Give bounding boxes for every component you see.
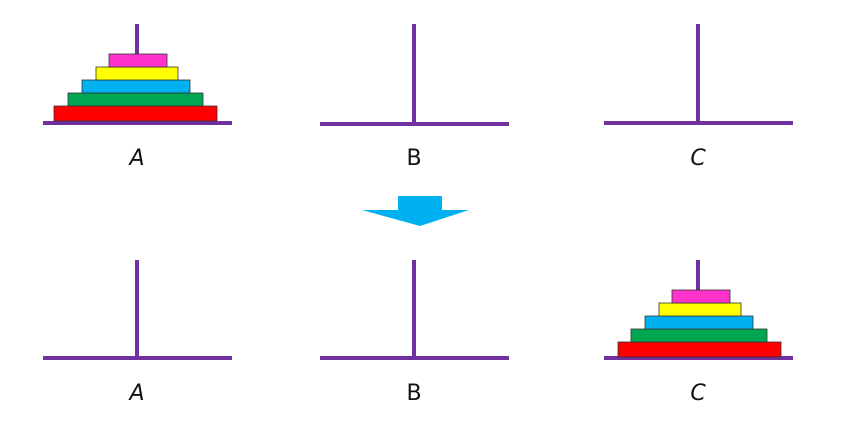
bottom-peg-a bbox=[43, 260, 232, 360]
bottom-disk-stack bbox=[617, 289, 782, 358]
bottom-disk-4-yellow bbox=[658, 302, 742, 317]
top-peg-b bbox=[320, 24, 509, 126]
top-row bbox=[43, 24, 793, 126]
down-arrow-shape bbox=[362, 196, 469, 226]
top-disk-stack bbox=[53, 53, 218, 122]
bottom-peg-b bbox=[320, 260, 509, 360]
top-disk-3-blue bbox=[81, 79, 191, 94]
top-label-a: A bbox=[129, 146, 145, 171]
bottom-disk-3-blue bbox=[644, 315, 754, 330]
bottom-disk-5-pink bbox=[671, 289, 731, 304]
top-disk-5-pink bbox=[108, 53, 168, 68]
bottom-label-c: C bbox=[690, 381, 706, 406]
bottom-label-b: B bbox=[406, 381, 422, 406]
bottom-disk-2-green bbox=[630, 328, 768, 343]
top-label-c: C bbox=[690, 146, 706, 171]
top-disk-4-yellow bbox=[95, 66, 179, 81]
down-arrow bbox=[362, 196, 469, 226]
top-disk-1-red bbox=[53, 105, 218, 122]
top-disk-2-green bbox=[67, 92, 204, 107]
bottom-label-a: A bbox=[129, 381, 145, 406]
top-peg-c bbox=[604, 24, 793, 125]
bottom-disk-1-red bbox=[617, 341, 782, 358]
bottom-row bbox=[43, 260, 793, 360]
top-label-b: B bbox=[406, 146, 422, 171]
